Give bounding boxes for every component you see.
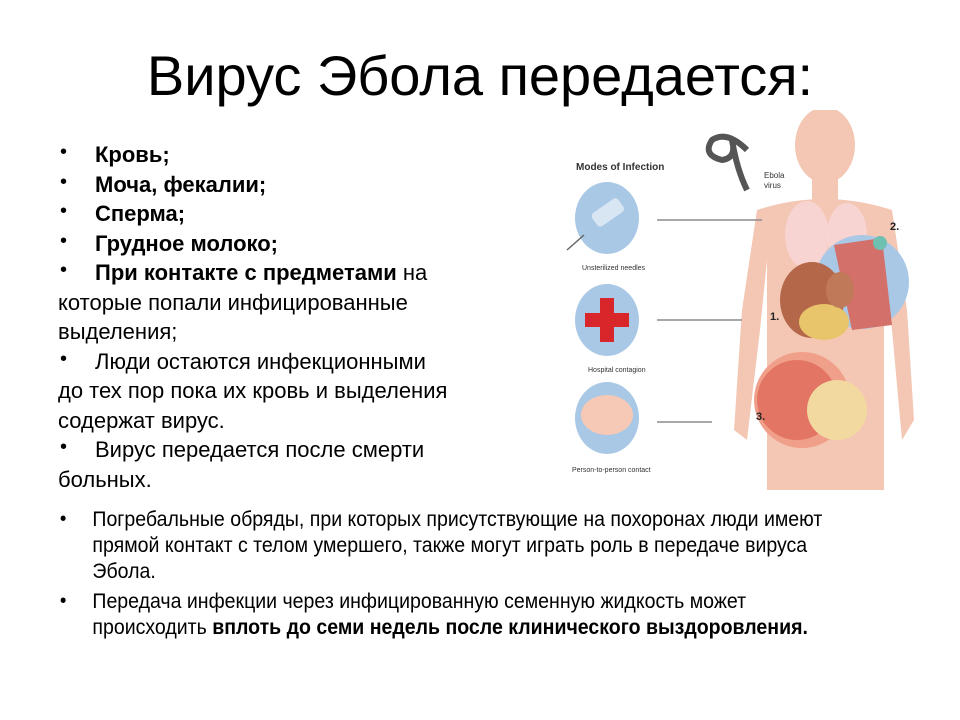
mode-label: Hospital contagion: [588, 367, 646, 374]
arrow-icon: [657, 219, 762, 423]
marker-1: 1.: [770, 311, 779, 323]
virus-label: virus: [764, 181, 781, 190]
bullet-text: Моча, фекалии;: [95, 171, 267, 197]
figure-heading: Modes of Infection: [576, 162, 664, 173]
bullet-item: Люди остаются инфекционными: [58, 345, 558, 377]
bullet-item: Моча, фекалии;: [58, 168, 558, 200]
continuation-line: которые попали инфицированные: [58, 289, 408, 315]
bullet-text: Передача инфекции через инфицированную с…: [92, 590, 747, 639]
slide-title: Вирус Эбола передается:: [146, 44, 814, 107]
marker-2: 2.: [890, 221, 899, 233]
bullet-item-burial: Погребальные обряды, при которых присутс…: [58, 506, 858, 585]
continuation-line: больных.: [58, 466, 152, 492]
marker-3: 3.: [756, 411, 765, 423]
mode-label: Unsterilized needles: [582, 265, 646, 272]
bullet-item: Грудное молоко;: [58, 227, 558, 259]
mode-label: Person-to-person contact: [572, 467, 651, 474]
bullet-item: Сперма;: [58, 197, 558, 229]
virus-label: Ebola: [764, 171, 785, 180]
bullet-item-semen: Передача инфекции через инфицированную с…: [58, 588, 858, 641]
bullet-text: Сперма;: [95, 201, 186, 226]
bullet-text: Люди остаются инфекционными: [95, 348, 426, 374]
continuation-line: выделения;: [58, 319, 178, 344]
body-diagram: 1. 2. 3. Ebola virus Modes of Infection …: [566, 107, 914, 490]
bullet-text: Грудное молоко;: [95, 230, 278, 256]
bullet-text-bold: вплоть до семи недель после клинического…: [212, 616, 808, 639]
continuation-line: содержат вирус.: [58, 407, 225, 433]
bullet-list: Кровь; Моча, фекалии; Сперма; Грудное мо…: [58, 138, 558, 494]
modes-of-infection-illustration: 1. 2. 3. Ebola virus Modes of Infection …: [562, 107, 922, 490]
bullet-item: Вирус передается после смерти: [58, 433, 558, 465]
bullet-text: Вирус передается после смерти: [95, 437, 425, 462]
bullet-text: на: [396, 260, 428, 285]
bullet-text-bold: При контакте с предметами: [95, 260, 397, 285]
ebola-virus-icon: [705, 133, 750, 192]
bullet-item: Кровь;: [58, 138, 558, 170]
bullet-text: Кровь;: [95, 142, 170, 167]
bottom-bullets: Погребальные обряды, при которых присутс…: [58, 506, 858, 645]
continuation-line: до тех пор пока их кровь и выделения: [58, 378, 448, 403]
bullet-item: При контакте с предметами на: [58, 256, 558, 288]
